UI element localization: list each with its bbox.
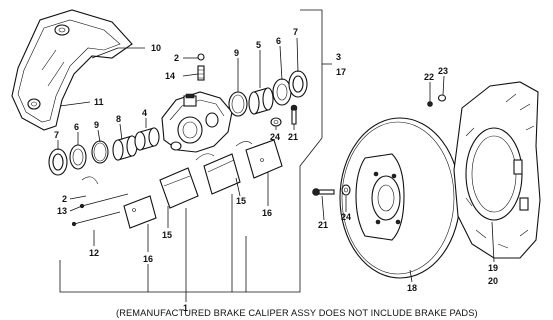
callout-17: 17 <box>336 67 346 77</box>
brake-pad-1 <box>123 195 157 229</box>
callout-1: 1 <box>183 303 188 313</box>
washer-24-upper <box>270 117 282 127</box>
brake-pad-2 <box>159 167 199 209</box>
brake-pad-4 <box>245 139 283 179</box>
piston-seal-left <box>48 148 68 176</box>
callout-11: 11 <box>94 97 104 107</box>
callout-2-top: 2 <box>174 53 179 63</box>
callout-6-left: 6 <box>74 122 79 132</box>
callout-15-right: 15 <box>236 196 246 206</box>
callout-21-lower: 21 <box>318 220 328 230</box>
callout-labels: 10 11 2 14 9 5 6 7 3 17 4 8 9 6 7 24 21 … <box>54 27 498 313</box>
callout-4: 4 <box>142 108 147 118</box>
callout-12: 12 <box>89 248 99 258</box>
callout-15-left: 15 <box>162 230 172 240</box>
brake-pad-3 <box>203 153 241 195</box>
callout-20: 20 <box>488 276 498 286</box>
dust-boot-left <box>69 144 87 170</box>
bleeder-screw <box>197 53 205 81</box>
splash-guard <box>453 81 541 259</box>
callout-18: 18 <box>407 283 417 293</box>
callout-3: 3 <box>336 52 341 62</box>
callout-7-right: 7 <box>293 27 298 37</box>
callout-7-left: 7 <box>54 130 59 140</box>
bolt-22 <box>427 88 433 107</box>
callout-9-left: 9 <box>94 120 99 130</box>
caliper-body <box>161 91 233 153</box>
brake-disc <box>339 117 461 279</box>
callout-6-right: 6 <box>276 36 281 46</box>
pad-pins <box>71 193 129 227</box>
washer-24-lower <box>341 184 351 196</box>
piston-seal-right <box>288 70 308 98</box>
caliper-bracket <box>11 9 133 131</box>
piston-left <box>112 135 138 161</box>
callout-19: 19 <box>488 263 498 273</box>
diagram-caption: (REMANUFACTURED BRAKE CALIPER ASSY DOES … <box>116 308 478 318</box>
leader-lines <box>57 9 495 302</box>
washer-23 <box>437 94 447 102</box>
callout-14: 14 <box>165 71 175 81</box>
callout-24-upper: 24 <box>270 132 280 142</box>
callout-2-bottom: 2 <box>62 194 67 204</box>
callout-22: 22 <box>424 72 434 82</box>
retaining-ring-right <box>228 91 248 117</box>
callout-21-upper: 21 <box>288 132 298 142</box>
callout-24-lower: 24 <box>341 212 351 222</box>
piston-4 <box>134 127 160 151</box>
callout-5: 5 <box>256 40 261 50</box>
anti-squeal-springs <box>81 141 253 185</box>
callout-13: 13 <box>57 206 67 216</box>
callout-8: 8 <box>116 114 121 124</box>
bolt-21-upper <box>290 104 298 125</box>
retaining-ring-left <box>91 140 109 164</box>
callout-16-right: 16 <box>262 208 272 218</box>
dust-boot-right <box>272 78 292 106</box>
callout-23: 23 <box>438 66 448 76</box>
bolt-21-lower <box>312 188 335 196</box>
callout-9-right: 9 <box>234 48 239 58</box>
callout-16-left: 16 <box>143 254 153 264</box>
seal-5 <box>248 87 274 115</box>
callout-10: 10 <box>151 43 161 53</box>
